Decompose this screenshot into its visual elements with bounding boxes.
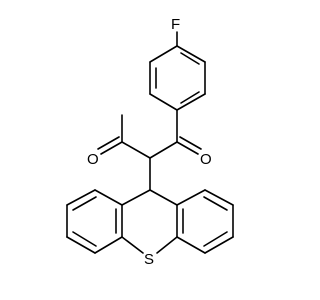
left-carbonyl-double-bond	[97, 136, 123, 155]
fluorophenyl-ring	[149, 45, 206, 111]
thioxanthene-core	[66, 189, 234, 254]
chemical-structure-diagram: F O O	[66, 16, 234, 268]
fluorine-atom-label: F	[171, 16, 180, 33]
right-carbonyl-double-bond	[176, 136, 202, 155]
left-oxygen-label: O	[87, 151, 99, 168]
carbonyl-ch-bond	[149, 141, 178, 159]
ch-acetyl-bond	[121, 141, 151, 159]
right-oxygen-label: O	[200, 151, 212, 168]
sulfur-atom-label: S	[144, 251, 154, 268]
